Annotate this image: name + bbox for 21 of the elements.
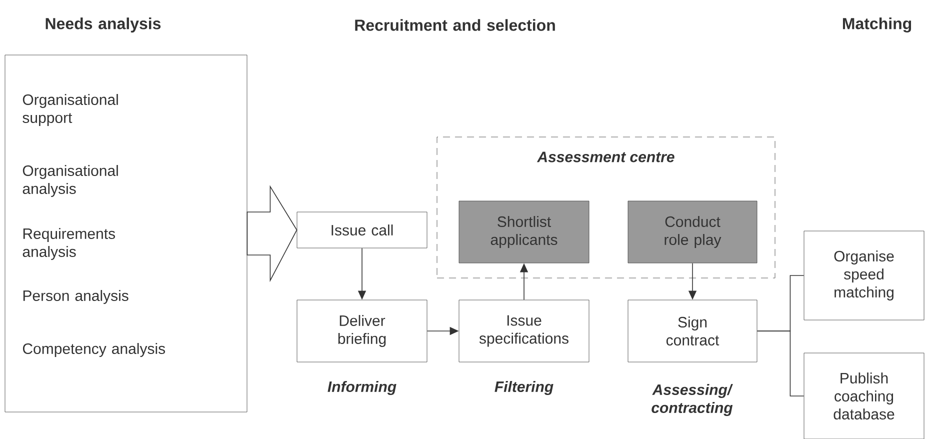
- process-box: Issue call: [296, 212, 428, 248]
- process-box: Shortlist applicants: [458, 200, 590, 264]
- list-item: Organisational analysis: [22, 165, 118, 197]
- list-item: Organisational support: [22, 94, 118, 126]
- column-heading: Recruitment and selection: [355, 19, 555, 31]
- process-box: Publish coaching database: [804, 352, 924, 439]
- process-box: Sign contract: [628, 300, 758, 362]
- stage-label: Filtering: [494, 381, 554, 395]
- connector-line: [756, 330, 804, 396]
- stage-label: Assessing/ contracting: [652, 384, 733, 416]
- list-item: Requirements analysis: [22, 228, 115, 260]
- list-item: Person analysis: [23, 290, 128, 304]
- process-box: Organise speed matching: [804, 230, 924, 320]
- group-title: Assessment centre: [536, 152, 674, 162]
- process-box: Issue specifications: [458, 300, 590, 362]
- column-heading: Needs analysis: [46, 18, 161, 32]
- process-box: Deliver briefing: [296, 300, 428, 362]
- process-box: Conduct role play: [628, 200, 758, 264]
- list-item: Competency analysis: [22, 343, 166, 357]
- column-heading: Matching: [842, 18, 912, 32]
- stage-label: Informing: [328, 381, 396, 395]
